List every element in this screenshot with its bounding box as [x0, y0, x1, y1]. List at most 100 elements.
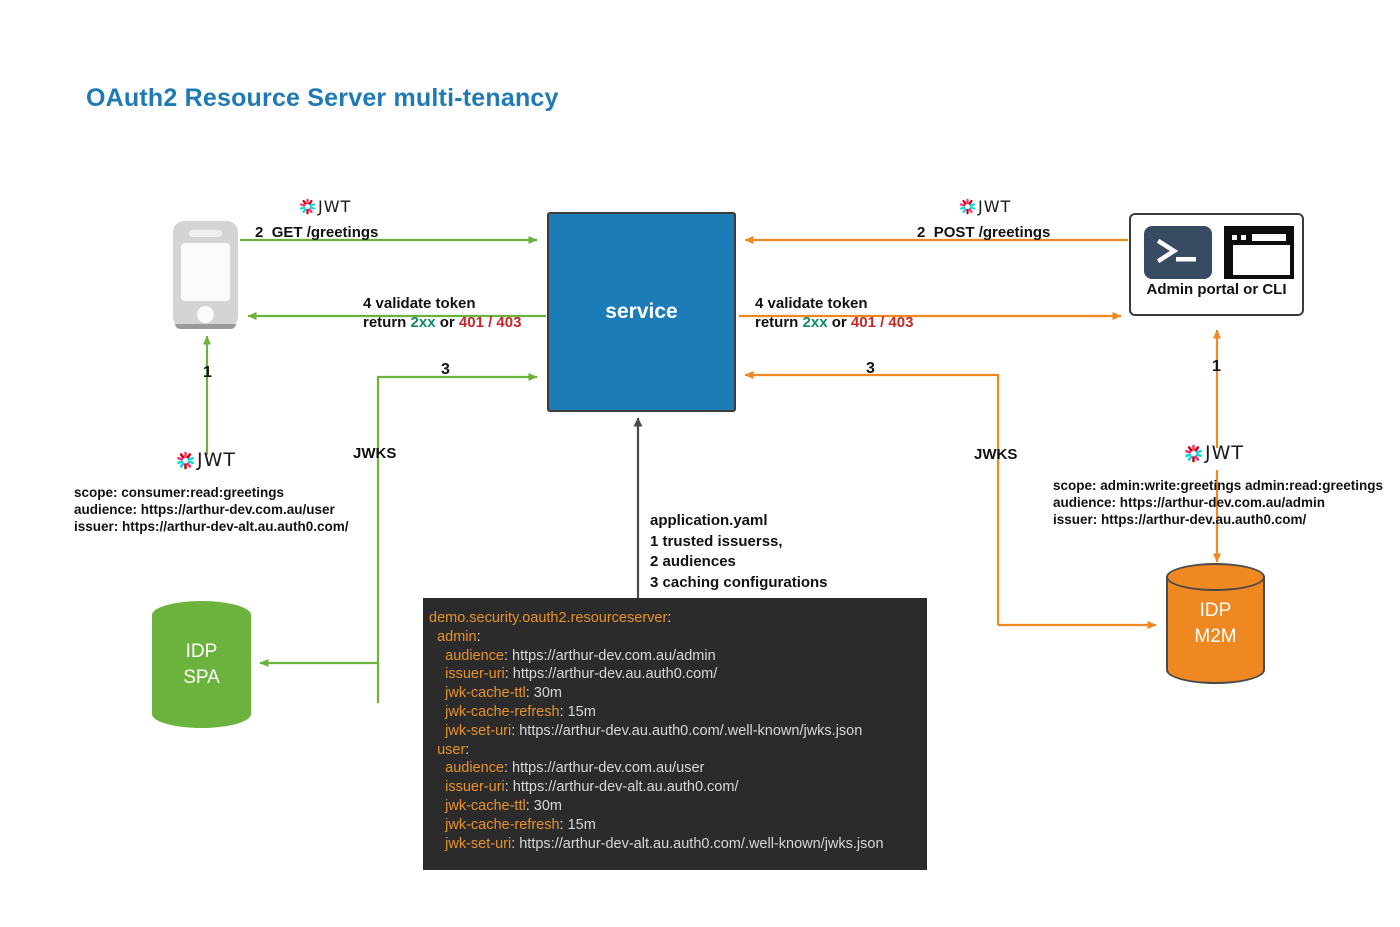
jwt-wordmark: JWT	[318, 197, 352, 216]
jwt-wordmark: JWT	[978, 197, 1012, 216]
config-callout: application.yaml 1 trusted issuerss, 2 a…	[650, 511, 828, 593]
validate-step-text: 4 validate token	[755, 295, 868, 312]
yaml-separator: :	[465, 741, 470, 758]
arrow-jwks-left	[259, 373, 538, 703]
yaml-key: user	[437, 741, 466, 758]
yaml-key: demo.security.oauth2.resourceserver	[429, 610, 668, 626]
jwt-logo-icon-left-request: JWT	[299, 197, 351, 216]
label-validate-right: 4 validate token return 2xx or 401 / 403	[755, 295, 913, 331]
idp-spa-node[interactable]: IDP SPA	[152, 601, 251, 728]
validate-return-text: return 2xx or 401 / 403	[755, 314, 913, 331]
yaml-line: user:	[429, 741, 927, 760]
idp-m2m-line1: IDP	[1199, 599, 1232, 621]
label-post-greetings: 2 POST /greetings	[917, 224, 1050, 241]
browser-urlbar	[1252, 234, 1286, 241]
validate-return-text: return 2xx or 401 / 403	[363, 314, 521, 331]
label-jwks-right: JWKS	[974, 446, 1018, 463]
yaml-line: issuer-uri: https://arthur-dev-alt.au.au…	[429, 778, 927, 797]
yaml-separator: :	[525, 797, 530, 814]
return-mid: or	[435, 314, 459, 331]
yaml-value: https://arthur-dev.au.auth0.com/.well-kn…	[515, 722, 863, 739]
jwt-wordmark: JWT	[197, 449, 236, 471]
yaml-value: 15m	[563, 816, 596, 833]
yaml-key: jwk-cache-ttl	[445, 797, 526, 814]
yaml-line: demo.security.oauth2.resourceserver:	[429, 609, 927, 628]
step-number: 2	[255, 224, 264, 241]
validate-step-text: 4 validate token	[363, 295, 476, 312]
yaml-key: admin	[437, 628, 477, 645]
yaml-value: 15m	[563, 703, 596, 720]
phone-screen	[181, 243, 230, 301]
service-label: service	[605, 300, 678, 323]
yaml-separator: :	[525, 685, 530, 702]
m2m-token-annotation: scope: admin:write:greetings admin:read:…	[1053, 477, 1383, 528]
spa-issuer: issuer: https://arthur-dev-alt.au.auth0.…	[74, 519, 349, 534]
yaml-key: jwk-set-uri	[445, 722, 512, 739]
admin-portal-label: Admin portal or CLI	[1146, 281, 1287, 298]
spa-audience: audience: https://arthur-dev.com.au/user	[74, 502, 335, 517]
yaml-line: issuer-uri: https://arthur-dev.au.auth0.…	[429, 665, 927, 684]
yaml-line: jwk-set-uri: https://arthur-dev.au.auth0…	[429, 722, 927, 741]
idp-spa-label: IDP SPA	[152, 639, 251, 691]
admin-portal-node[interactable]: Admin portal or CLI	[1129, 213, 1304, 316]
phone-speaker	[189, 230, 222, 237]
yaml-line: jwk-cache-refresh: 15m	[429, 816, 927, 835]
browser-dot	[1241, 235, 1246, 240]
config-filename: application.yaml	[650, 512, 768, 529]
idp-m2m-line2: M2M	[1194, 625, 1237, 647]
yaml-key: issuer-uri	[445, 779, 505, 796]
label-token-step-left: 1	[203, 364, 212, 381]
yaml-separator: :	[511, 835, 516, 852]
yaml-separator: :	[476, 628, 481, 645]
label-token-step-right: 1	[1212, 358, 1221, 375]
yaml-line: audience: https://arthur-dev.com.au/admi…	[429, 647, 927, 666]
smartphone-icon[interactable]	[173, 221, 238, 329]
yaml-key: jwk-cache-refresh	[445, 816, 560, 833]
m2m-scope: scope: admin:write:greetings admin:read:…	[1053, 478, 1384, 493]
jwt-logo-icon-spa-token: JWT	[176, 449, 236, 471]
yaml-separator: :	[503, 647, 509, 664]
status-error: 401 / 403	[850, 314, 914, 331]
jwt-wordmark: JWT	[1205, 442, 1244, 464]
cylinder-top	[152, 601, 251, 629]
yaml-separator: :	[559, 703, 564, 720]
config-item-3: 3 caching configurations	[650, 573, 828, 591]
yaml-key: audience	[445, 760, 504, 777]
terminal-icon	[1144, 226, 1212, 279]
label-jwks-step-right: 3	[866, 360, 875, 377]
request-text: POST /greetings	[933, 224, 1051, 241]
config-item-1: 1 trusted issuerss,	[650, 532, 783, 550]
status-error: 401 / 403	[458, 314, 522, 331]
yaml-key: jwk-cache-refresh	[445, 703, 560, 720]
return-prefix: return	[755, 314, 803, 331]
browser-window-icon	[1224, 226, 1294, 279]
yaml-separator: :	[667, 610, 672, 626]
m2m-issuer: issuer: https://arthur-dev.au.auth0.com/	[1053, 512, 1307, 527]
arrow-jwks-right	[744, 371, 1157, 629]
service-node[interactable]: service	[547, 212, 736, 412]
browser-dot	[1232, 235, 1237, 240]
label-jwks-step-left: 3	[441, 361, 450, 378]
m2m-audience: audience: https://arthur-dev.com.au/admi…	[1053, 495, 1326, 510]
config-item-2: 2 audiences	[650, 553, 736, 570]
idp-spa-line1: IDP	[185, 640, 218, 662]
yaml-separator: :	[511, 722, 516, 739]
return-mid: or	[827, 314, 851, 331]
yaml-separator: :	[504, 666, 509, 683]
cylinder-body	[152, 615, 251, 714]
yaml-separator: :	[503, 760, 509, 777]
yaml-line: jwk-set-uri: https://arthur-dev-alt.au.a…	[429, 835, 927, 854]
yaml-value: https://arthur-dev.com.au/admin	[508, 647, 716, 664]
yaml-value: https://arthur-dev.au.auth0.com/	[508, 666, 718, 683]
return-prefix: return	[363, 314, 411, 331]
yaml-line: jwk-cache-refresh: 15m	[429, 703, 927, 722]
yaml-key: issuer-uri	[445, 666, 505, 683]
spa-token-annotation: scope: consumer:read:greetings audience:…	[74, 484, 349, 535]
idp-spa-line2: SPA	[183, 666, 220, 688]
yaml-line: audience: https://arthur-dev.com.au/user	[429, 759, 927, 778]
yaml-key: jwk-cache-ttl	[445, 685, 526, 702]
yaml-line: jwk-cache-ttl: 30m	[429, 684, 927, 703]
idp-m2m-node[interactable]: IDP M2M	[1166, 563, 1265, 684]
